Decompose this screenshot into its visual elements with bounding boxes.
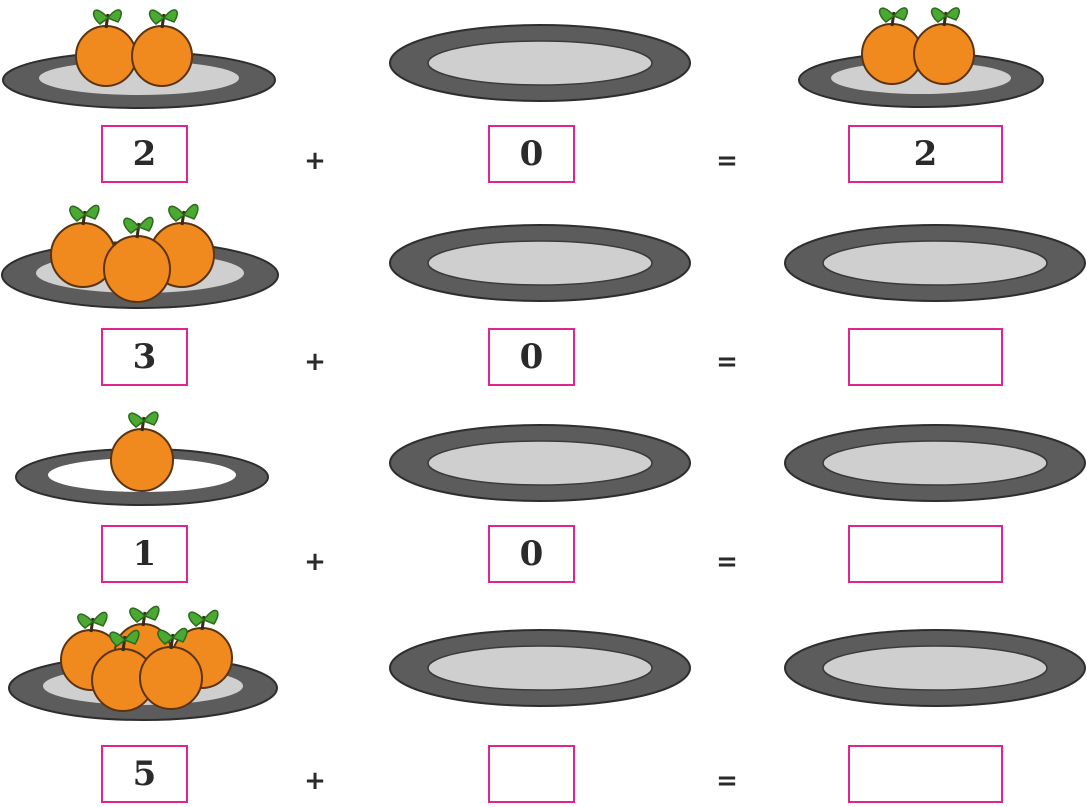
- plus-sign: +: [300, 547, 330, 577]
- orange-icon: [914, 8, 974, 84]
- plus-sign: +: [300, 146, 330, 176]
- plate-row1-middle: [385, 18, 695, 108]
- equals-sign: =: [712, 547, 742, 577]
- addend-a-box-row2[interactable]: 3: [101, 328, 188, 386]
- addend-b-box-row4[interactable]: [488, 745, 575, 803]
- plus-sign: +: [300, 347, 330, 377]
- plate-row4-left: [5, 598, 285, 728]
- plate-row2-middle: [385, 218, 695, 308]
- addend-b-box-row2[interactable]: 0: [488, 328, 575, 386]
- addend-b-box-row1[interactable]: 0: [488, 125, 575, 183]
- addend-a-box-row3[interactable]: 1: [101, 525, 188, 583]
- plate-row4-middle: [385, 623, 695, 713]
- plate-row1-left: [0, 0, 280, 115]
- sum-box-row4[interactable]: [848, 745, 1003, 803]
- orange-icon: [104, 217, 170, 302]
- equals-sign: =: [712, 347, 742, 377]
- addend-a-box-row4[interactable]: 5: [101, 745, 188, 803]
- orange-icon: [132, 10, 192, 86]
- plate-row3-middle: [385, 418, 695, 508]
- addend-b-box-row3[interactable]: 0: [488, 525, 575, 583]
- sum-box-row2[interactable]: [848, 328, 1003, 386]
- sum-box-row1[interactable]: 2: [848, 125, 1003, 183]
- plate-row4-right: [780, 623, 1087, 713]
- plus-sign: +: [300, 766, 330, 796]
- plate-row2-right: [780, 218, 1087, 308]
- orange-icon: [862, 8, 922, 84]
- addend-a-box-row1[interactable]: 2: [101, 125, 188, 183]
- plate-row1-right: [795, 0, 1060, 115]
- sum-box-row3[interactable]: [848, 525, 1003, 583]
- equals-sign: =: [712, 766, 742, 796]
- plate-row2-left: [0, 193, 285, 315]
- orange-icon: [111, 412, 173, 491]
- orange-icon: [76, 10, 136, 86]
- plate-row3-left: [10, 405, 280, 515]
- plate-row3-right: [780, 418, 1087, 508]
- equals-sign: =: [712, 146, 742, 176]
